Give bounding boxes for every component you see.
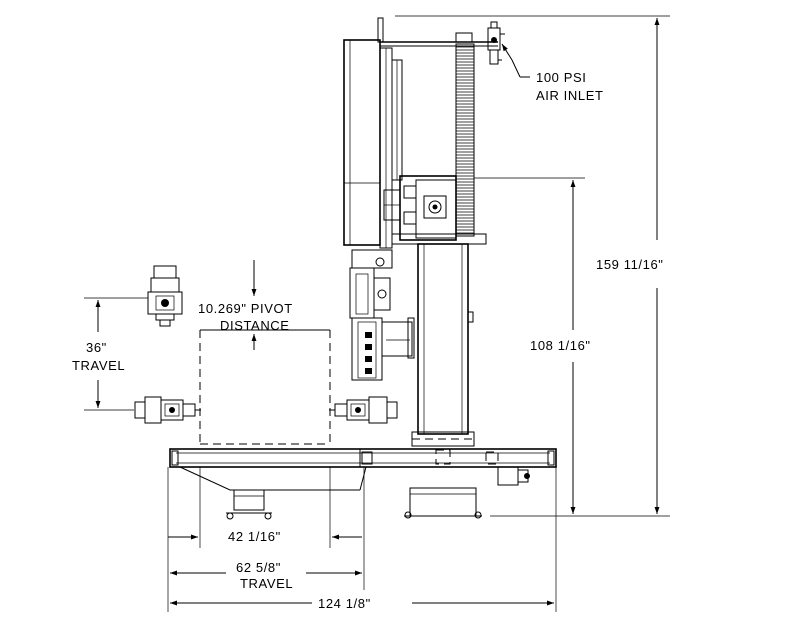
tower-assembly — [343, 17, 498, 447]
dimension-column-height — [474, 177, 585, 514]
inner-width-label: 42 1/16" — [228, 529, 281, 544]
base-rail — [169, 448, 557, 468]
main-column — [417, 243, 469, 435]
cable-carrier-hatch — [456, 46, 474, 234]
pivot-distance-label-line2: DISTANCE — [220, 318, 290, 333]
pivot-distance-label-line1: 10.269" PIVOT — [198, 301, 293, 316]
dimension-vertical-travel — [84, 297, 148, 411]
tool-head-vertical — [349, 249, 415, 381]
vertical-travel-label-line2: TRAVEL — [72, 358, 125, 373]
tool-head-top — [147, 265, 183, 327]
dimension-overall-height — [395, 15, 670, 517]
horizontal-travel-label-line2: TRAVEL — [240, 576, 293, 591]
tool-head-right — [329, 396, 398, 424]
dimension-extension-lines — [167, 467, 557, 612]
air-inlet-label-line1: 100 PSI — [536, 70, 586, 85]
overall-width-label: 124 1/8" — [318, 596, 371, 611]
column-height-label: 108 1/16" — [530, 338, 591, 353]
overall-height-label: 159 11/16" — [596, 257, 663, 272]
tool-head-left — [134, 396, 201, 424]
vertical-travel-label-line1: 36" — [86, 340, 107, 355]
slide-base — [169, 448, 557, 520]
horizontal-travel-label-line1: 62 5/8" — [236, 560, 281, 575]
air-inlet-label-line2: AIR INLET — [536, 88, 604, 103]
air-inlet-fitting — [487, 21, 530, 78]
work-envelope — [199, 329, 331, 445]
